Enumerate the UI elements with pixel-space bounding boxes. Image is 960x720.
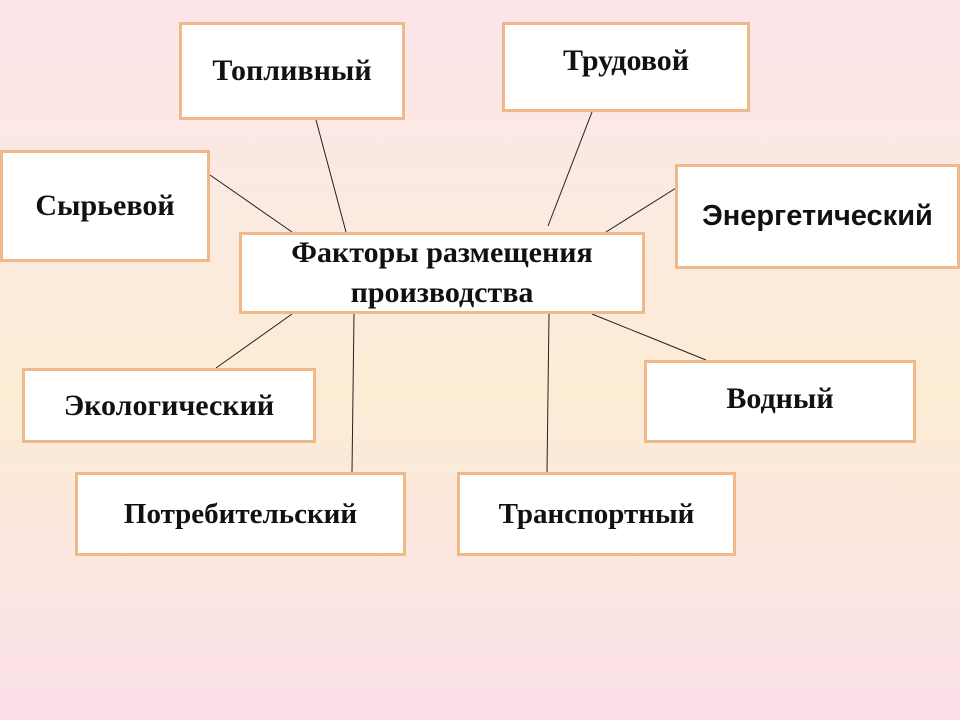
link-water <box>591 313 707 361</box>
link-energy <box>605 187 677 233</box>
node-center: Факторы размещения производства <box>239 232 645 314</box>
node-labor: Трудовой <box>502 22 750 112</box>
node-raw: Сырьевой <box>0 150 210 262</box>
node-energy: Энергетический <box>675 164 960 269</box>
link-consumer <box>351 313 355 473</box>
link-raw <box>209 174 293 233</box>
node-fuel: Топливный <box>179 22 405 120</box>
node-transport: Транспортный <box>457 472 736 556</box>
node-ecological: Экологический <box>22 368 316 443</box>
link-labor <box>547 111 593 227</box>
link-transport <box>546 313 550 473</box>
node-water: Водный <box>644 360 916 443</box>
link-ecological <box>215 313 293 369</box>
node-consumer: Потребительский <box>75 472 406 556</box>
link-fuel <box>315 119 347 233</box>
